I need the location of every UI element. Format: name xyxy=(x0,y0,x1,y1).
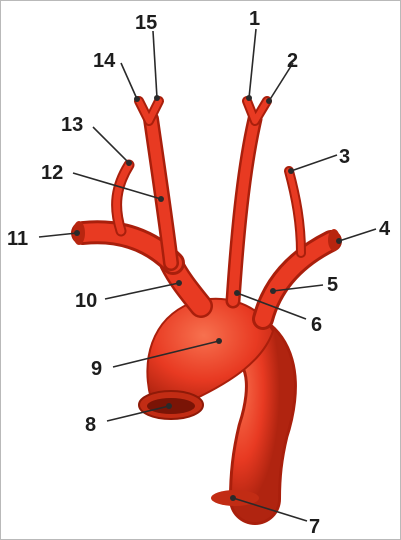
label-5: 5 xyxy=(327,274,338,296)
dot-5 xyxy=(270,288,276,294)
label-1: 1 xyxy=(249,8,260,30)
leader-10 xyxy=(105,283,179,299)
label-14: 14 xyxy=(93,50,116,72)
dot-15 xyxy=(154,95,160,101)
leader-15 xyxy=(153,31,157,98)
dot-8 xyxy=(166,403,172,409)
label-8: 8 xyxy=(85,414,96,436)
label-6: 6 xyxy=(311,314,322,336)
label-9: 9 xyxy=(91,358,102,380)
label-7: 7 xyxy=(309,516,320,538)
vessel-illustration xyxy=(73,101,340,506)
dot-7 xyxy=(230,495,236,501)
dot-6 xyxy=(234,290,240,296)
label-10: 10 xyxy=(75,290,97,312)
dot-3 xyxy=(288,168,294,174)
dot-9 xyxy=(216,338,222,344)
label-15: 15 xyxy=(135,12,157,34)
leader-4 xyxy=(339,229,376,241)
dot-2 xyxy=(266,98,272,104)
leader-lines xyxy=(39,29,376,521)
label-12: 12 xyxy=(41,162,63,184)
dot-14 xyxy=(134,96,140,102)
part-labels: 1 2 3 4 5 6 7 8 9 10 11 12 13 14 15 xyxy=(7,8,391,538)
label-13: 13 xyxy=(61,114,83,136)
dot-12 xyxy=(158,196,164,202)
dot-11 xyxy=(74,230,80,236)
label-3: 3 xyxy=(339,146,350,168)
leader-14 xyxy=(121,63,137,99)
dot-4 xyxy=(336,238,342,244)
label-11: 11 xyxy=(7,228,28,250)
dot-13 xyxy=(126,160,132,166)
label-4: 4 xyxy=(379,218,391,240)
leader-1 xyxy=(249,29,256,98)
label-2: 2 xyxy=(287,50,298,72)
leader-3 xyxy=(291,155,337,171)
dot-1 xyxy=(246,95,252,101)
dot-10 xyxy=(176,280,182,286)
leader-13 xyxy=(93,127,129,163)
